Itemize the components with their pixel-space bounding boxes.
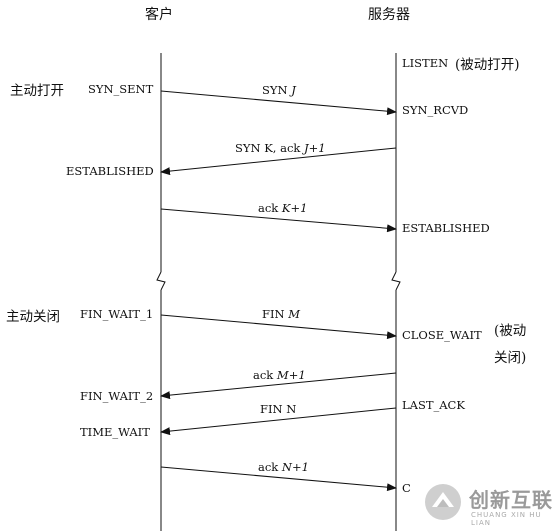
arrow-fin-m [160,314,397,340]
client-header: 客户 [145,7,173,23]
client-state-fin-wait-2: FIN_WAIT_2 [80,389,154,403]
server-state-close-wait: CLOSE_WAIT [402,328,482,342]
server-lifeline-break [391,271,401,291]
passive-close-label-line1: (被动 [494,323,527,339]
arrow-fin-n [160,407,397,436]
msg-fin-m: FIN M [262,307,301,321]
server-state-last-ack: LAST_ACK [402,398,465,412]
watermark-text-en: CHUANG XIN HU LIAN [471,511,542,527]
server-header: 服务器 [368,7,410,23]
client-state-fin-wait-1: FIN_WAIT_1 [80,307,154,321]
client-state-syn-sent: SYN_SENT [88,82,154,96]
arrow-syn-ack [160,147,397,176]
watermark-logo-icon [425,484,461,520]
arrow-ack-k [160,208,397,233]
msg-ack-n: ack N+1 [258,460,309,474]
msg-ack-m: ack M+1 [253,368,306,382]
watermark: 创新互联 CHUANG XIN HU LIAN [413,474,559,531]
msg-ack-k: ack K+1 [258,201,308,215]
active-close-label: 主动关闭 [6,309,60,325]
client-state-established: ESTABLISHED [66,164,154,178]
watermark-text-cn: 创新互联 [469,488,553,512]
msg-syn-ack: SYN K, ack J+1 [235,141,326,155]
passive-open-label: (被动打开) [455,57,520,73]
arrow-ack-m [160,372,397,400]
server-state-established: ESTABLISHED [402,221,490,235]
passive-close-label-line2: 关闭) [494,350,527,366]
server-state-listen: LISTEN [402,56,449,70]
arrow-ack-n [160,466,397,492]
client-lifeline-break [156,271,166,291]
msg-syn: SYN J [262,83,296,97]
server-state-syn-rcvd: SYN_RCVD [402,103,469,117]
client-state-time-wait: TIME_WAIT [80,425,150,439]
msg-fin-n: FIN N [260,402,297,416]
arrow-syn [160,90,397,116]
server-state-closed: C [402,481,411,495]
active-open-label: 主动打开 [10,83,64,99]
